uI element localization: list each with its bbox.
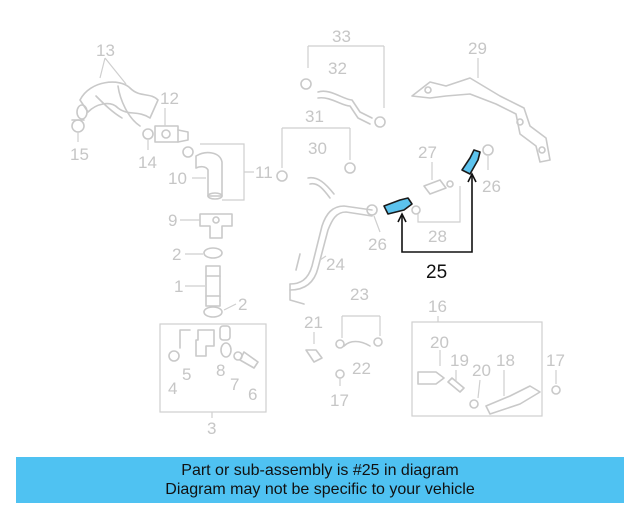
part-26-clamp-left bbox=[366, 204, 378, 216]
callout-3: 3 bbox=[207, 419, 216, 438]
callout-15: 15 bbox=[70, 145, 89, 164]
callout-9: 9 bbox=[168, 211, 177, 230]
callout-5: 5 bbox=[182, 365, 191, 384]
callout-2-upper: 2 bbox=[172, 245, 181, 264]
part-15-clamp bbox=[71, 119, 85, 133]
part-29-bracket bbox=[411, 77, 551, 163]
callout-12: 12 bbox=[160, 89, 179, 108]
part-17-clamp-center bbox=[335, 369, 345, 379]
callout-10: 10 bbox=[168, 169, 187, 188]
part-12-union bbox=[154, 125, 189, 143]
banner-line-1: Part or sub-assembly is #25 in diagram bbox=[181, 462, 459, 479]
callout-6: 6 bbox=[248, 385, 257, 404]
part-14-clamp bbox=[142, 128, 154, 140]
parts-diagram: 13 15 12 14 10 11 9 2 1 2 bbox=[70, 27, 565, 438]
callout-8: 8 bbox=[216, 361, 225, 380]
callout-1: 1 bbox=[174, 277, 183, 296]
callout-20-left: 20 bbox=[430, 333, 449, 352]
callout-7: 7 bbox=[230, 375, 239, 394]
callout-22: 22 bbox=[352, 359, 371, 378]
callout-20-right: 20 bbox=[472, 361, 491, 380]
callout-13: 13 bbox=[96, 41, 115, 60]
part-26-clamp-right bbox=[482, 144, 494, 156]
part-2-clamp-upper bbox=[203, 247, 223, 259]
callout-28: 28 bbox=[428, 227, 447, 246]
part-21-valve bbox=[305, 349, 323, 363]
callout-11: 11 bbox=[255, 163, 273, 182]
callout-14: 14 bbox=[138, 153, 157, 172]
part-25-hose-highlighted[interactable] bbox=[383, 149, 481, 215]
part-16-assembly-box bbox=[411, 321, 543, 417]
callout-16: 16 bbox=[428, 297, 447, 316]
callout-31: 31 bbox=[305, 107, 324, 126]
callout-19: 19 bbox=[450, 351, 469, 370]
callout-18: 18 bbox=[496, 351, 515, 370]
callout-26-right: 26 bbox=[482, 177, 501, 196]
part-17-clamp-right bbox=[551, 385, 561, 395]
part-32-hose bbox=[300, 78, 386, 128]
callout-26-left: 26 bbox=[368, 235, 387, 254]
part-1-pipe bbox=[205, 265, 221, 307]
info-banner: Part or sub-assembly is #25 in diagram D… bbox=[16, 457, 624, 503]
callout-25: 25 bbox=[426, 262, 447, 283]
callout-23: 23 bbox=[350, 285, 369, 304]
callout-30: 30 bbox=[308, 139, 327, 158]
part-10-hose bbox=[182, 146, 223, 200]
callout-27: 27 bbox=[418, 143, 437, 162]
callout-32: 32 bbox=[328, 59, 347, 78]
callout-24: 24 bbox=[326, 255, 345, 274]
callout-17-right: 17 bbox=[546, 351, 565, 370]
part-27-fitting bbox=[411, 179, 454, 215]
callout-4: 4 bbox=[168, 379, 177, 398]
callout-17-center: 17 bbox=[330, 391, 349, 410]
part-22-hose bbox=[335, 337, 383, 349]
part-13-hose-group bbox=[76, 81, 159, 127]
part-9-tee bbox=[199, 213, 233, 239]
callout-2-lower: 2 bbox=[238, 295, 247, 314]
callout-33: 33 bbox=[332, 27, 351, 46]
part-24-pipe bbox=[289, 205, 373, 305]
part-2-clamp-lower bbox=[203, 306, 223, 318]
part-3-assembly-box bbox=[159, 323, 267, 413]
callout-21: 21 bbox=[304, 313, 323, 332]
callout-29: 29 bbox=[468, 39, 487, 58]
part-30-hose bbox=[276, 162, 356, 199]
banner-line-2: Diagram may not be specific to your vehi… bbox=[165, 481, 475, 498]
